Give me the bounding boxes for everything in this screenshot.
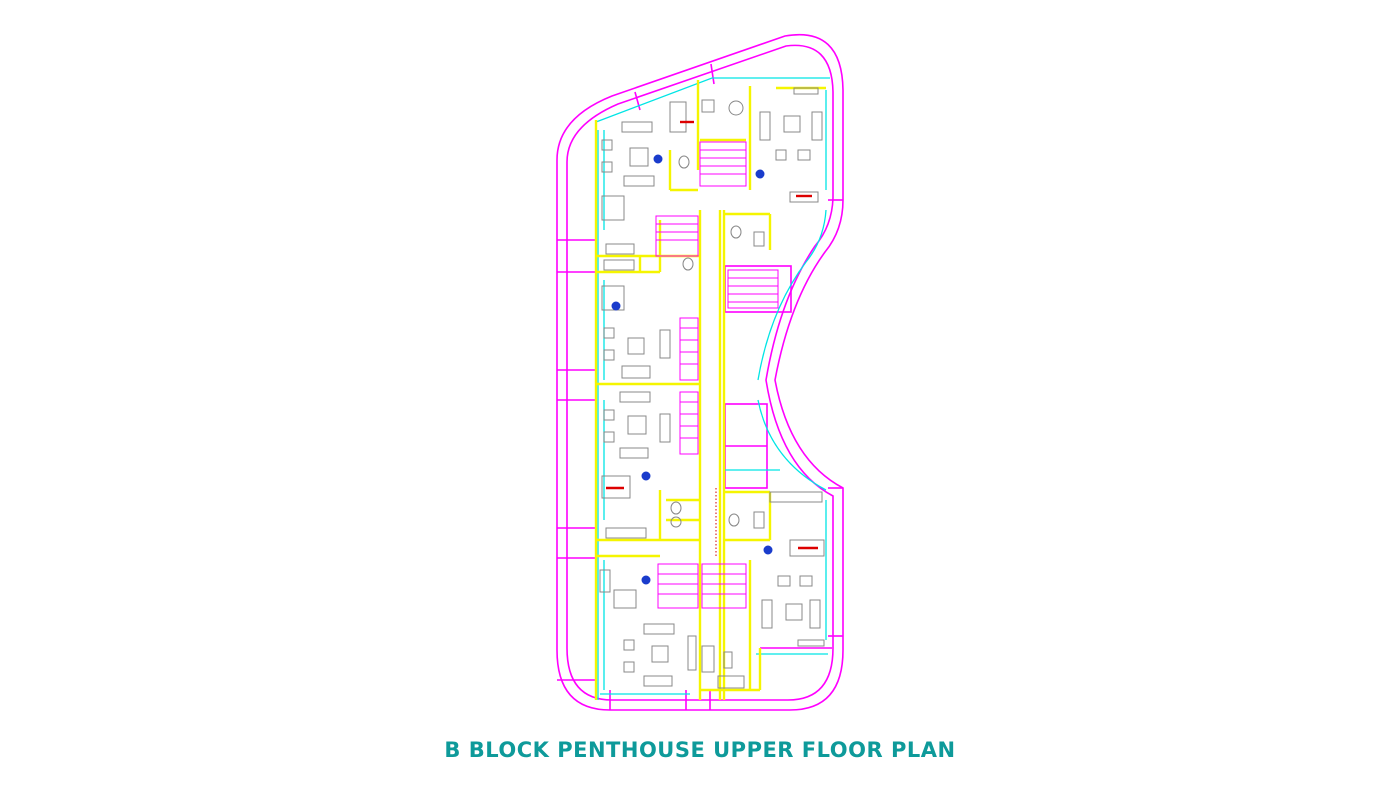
unit-marker-3 xyxy=(611,301,621,311)
unit-marker-1 xyxy=(653,154,663,164)
unit-marker-5 xyxy=(763,545,773,555)
interior-walls xyxy=(594,80,826,700)
plan-caption: B BLOCK PENTHOUSE UPPER FLOOR PLAN xyxy=(444,738,956,762)
unit-marker-6 xyxy=(641,575,651,585)
unit-marker-2 xyxy=(755,169,765,179)
glazing-lines xyxy=(595,77,830,700)
unit-marker-4 xyxy=(641,471,651,481)
accent-marks xyxy=(606,120,818,550)
unit-markers xyxy=(611,154,773,585)
building-outline xyxy=(556,33,844,711)
stairs xyxy=(655,141,779,609)
furniture xyxy=(599,87,825,689)
